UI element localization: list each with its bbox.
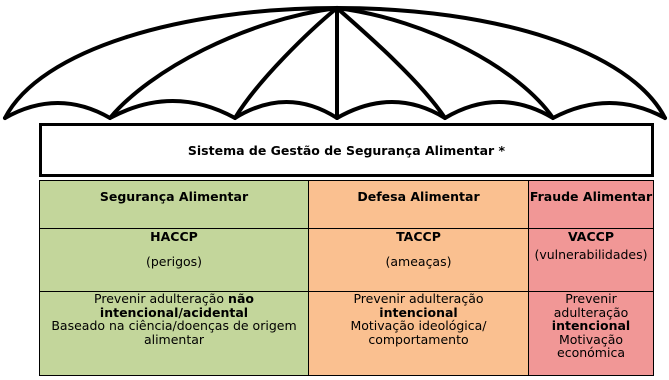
header-food-fraud-label: Fraude Alimentar bbox=[529, 189, 653, 204]
acronym-cell-vaccp: VACCP (vulnerabilidades) bbox=[529, 229, 654, 292]
desc-food-fraud-part3: Motivação económica bbox=[557, 331, 625, 360]
header-food-defense: Defesa Alimentar bbox=[309, 180, 529, 229]
desc-food-safety: Prevenir adulteração não intencional/aci… bbox=[39, 292, 309, 376]
acronym-vaccp: VACCP bbox=[567, 229, 614, 244]
focus-haccp: (perigos) bbox=[145, 254, 203, 269]
header-food-fraud: Fraude Alimentar bbox=[529, 180, 654, 229]
acronym-cell-haccp: HACCP (perigos) bbox=[39, 229, 309, 292]
desc-food-fraud-part1: Prevenir adulteração bbox=[553, 292, 629, 320]
umbrella-illustration bbox=[3, 6, 667, 120]
desc-food-fraud-part2: intencional bbox=[551, 318, 631, 333]
acronym-cell-taccp: TACCP (ameaças) bbox=[309, 229, 529, 292]
focus-taccp: (ameaças) bbox=[385, 254, 452, 269]
desc-food-safety-part2: não intencional/acidental bbox=[99, 292, 254, 320]
umbrella-rib-5 bbox=[335, 6, 555, 120]
desc-food-fraud: Prevenir adulteração intencional Motivaç… bbox=[529, 292, 654, 376]
desc-food-defense-part1: Prevenir adulteração bbox=[353, 292, 484, 306]
umbrella-rib-4 bbox=[335, 6, 447, 120]
header-food-safety: Segurança Alimentar bbox=[39, 180, 309, 229]
desc-food-safety-part1: Prevenir adulteração bbox=[94, 292, 229, 306]
system-title: Sistema de Gestão de Segurança Alimentar… bbox=[187, 142, 506, 158]
umbrella-rib-2 bbox=[233, 6, 339, 120]
desc-food-defense: Prevenir adulteração intencional Motivaç… bbox=[309, 292, 529, 376]
pillars-table: Segurança Alimentar Defesa Alimentar Fra… bbox=[39, 180, 654, 376]
acronym-taccp: TACCP bbox=[396, 229, 441, 244]
desc-food-defense-part2: intencional bbox=[379, 304, 458, 320]
desc-food-safety-part3: Baseado na ciência/doenças de origem ali… bbox=[51, 318, 297, 347]
acronym-haccp: HACCP bbox=[150, 229, 198, 244]
focus-vaccp: (vulnerabilidades) bbox=[534, 247, 648, 262]
header-food-defense-label: Defesa Alimentar bbox=[357, 189, 480, 204]
system-title-box: Sistema de Gestão de Segurança Alimentar… bbox=[39, 123, 654, 177]
desc-food-defense-part3: Motivação ideológica/ comportamento bbox=[350, 318, 487, 347]
umbrella-rib-1 bbox=[108, 6, 339, 120]
header-food-safety-label: Segurança Alimentar bbox=[99, 189, 249, 204]
